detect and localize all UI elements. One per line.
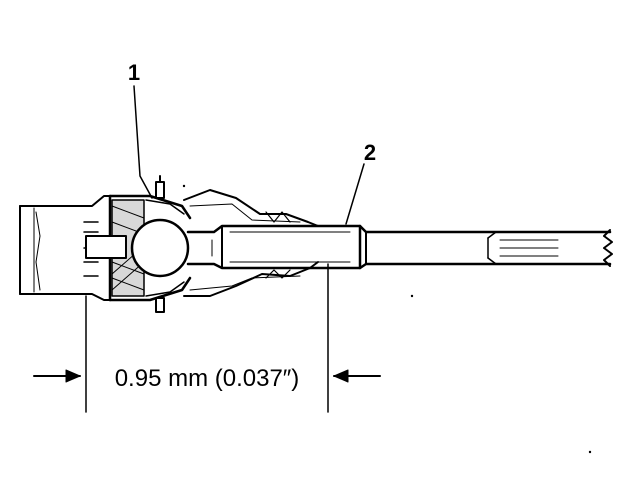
dimension-arrows <box>33 369 381 383</box>
callout-2-leader <box>345 163 365 225</box>
callout-2-label: 2 <box>364 140 376 165</box>
left-housing <box>19 195 113 301</box>
dimension-extension-lines <box>85 263 329 413</box>
ball <box>130 218 190 278</box>
print-speckles <box>182 184 592 454</box>
dimension-label: 0.95 mm (0.037″) <box>115 365 300 392</box>
boot <box>183 189 319 297</box>
joint-cage <box>85 194 192 302</box>
snap-ring <box>155 175 165 313</box>
axle-shaft <box>186 224 612 270</box>
shaft-break-line <box>603 229 613 267</box>
callout-1-leader <box>133 85 153 199</box>
shaft-splines <box>487 231 561 265</box>
callout-1-label: 1 <box>128 60 140 85</box>
